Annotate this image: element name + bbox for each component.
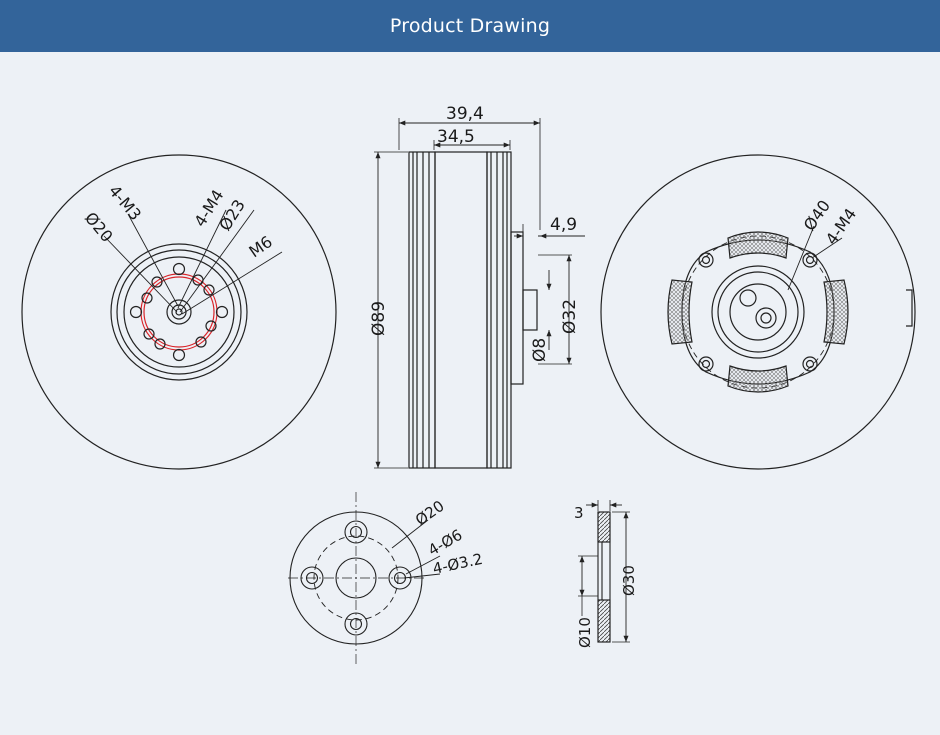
- back-vent-right: [823, 279, 849, 345]
- front-mount-holes: [129, 262, 229, 362]
- side-label-total: 39,4: [446, 104, 484, 124]
- side-view: [374, 118, 585, 469]
- side-label-dia8: Ø8: [530, 338, 550, 362]
- back-bearing-b: [755, 307, 777, 329]
- front-hub-ring: [116, 249, 242, 375]
- back-outer-circle: [600, 154, 916, 470]
- adapter-holes: [300, 520, 412, 636]
- adapter-section-labels: 3 Ø30 Ø10: [574, 504, 638, 648]
- back-bearing-a: [739, 289, 757, 307]
- side-view-labels: 39,4 34,5 Ø89 4,9 Ø32 Ø8: [369, 104, 580, 362]
- side-label-dia32: Ø32: [560, 299, 580, 334]
- front-hub-circle: [110, 243, 248, 381]
- adapter-front-labels: Ø20 4-Ø6 4-Ø3.2: [412, 497, 484, 578]
- front-view: [21, 154, 337, 470]
- front-shaft-core: [175, 308, 183, 316]
- back-view: [600, 154, 916, 470]
- adapter-section-view: [578, 500, 630, 643]
- header-bar: Product Drawing: [0, 0, 940, 52]
- back-hub-outer: [711, 265, 805, 359]
- side-shaft: [522, 289, 538, 331]
- drawing-canvas: 4-M3 Ø20 4-M4 Ø23 M6: [0, 52, 940, 730]
- front-view-labels: 4-M3 Ø20 4-M4 Ø23 M6: [81, 181, 276, 261]
- section-label-dia10: Ø10: [576, 617, 594, 648]
- section-label-thickness: 3: [574, 504, 584, 522]
- adapter-center-bore: [335, 557, 377, 599]
- back-hub-ring: [717, 271, 799, 353]
- side-body: [434, 151, 488, 469]
- back-view-labels: Ø40 4-M4: [800, 196, 860, 248]
- back-mount-holes: [698, 252, 818, 372]
- back-connector-tab: [906, 289, 913, 327]
- front-label-m6: M6: [245, 232, 276, 261]
- adapter-front-view: [288, 492, 441, 664]
- front-outer-circle: [21, 154, 337, 470]
- back-vent-top: [727, 231, 789, 259]
- side-label-body: 34,5: [437, 127, 475, 147]
- front-pcd-circle-red-inner: [143, 276, 215, 348]
- side-label-dia89: Ø89: [369, 301, 389, 336]
- page-title: Product Drawing: [389, 15, 551, 37]
- drawing-svg: 4-M3 Ø20 4-M4 Ø23 M6: [21, 104, 916, 664]
- front-pcd-circle-red: [140, 273, 218, 351]
- section-label-dia30: Ø30: [620, 565, 638, 596]
- back-vent-left: [667, 279, 693, 345]
- back-hub-inner: [729, 283, 787, 341]
- front-hub-inner: [123, 256, 235, 368]
- front-label-dia20: Ø20: [81, 208, 117, 245]
- adapter-label-dia20: Ø20: [412, 497, 448, 529]
- side-base: [510, 231, 524, 385]
- back-vent-bottom: [727, 365, 789, 393]
- front-shaft-outer: [166, 299, 192, 325]
- front-label-4m3: 4-M3: [105, 181, 145, 224]
- side-label-shaftlen: 4,9: [550, 215, 577, 235]
